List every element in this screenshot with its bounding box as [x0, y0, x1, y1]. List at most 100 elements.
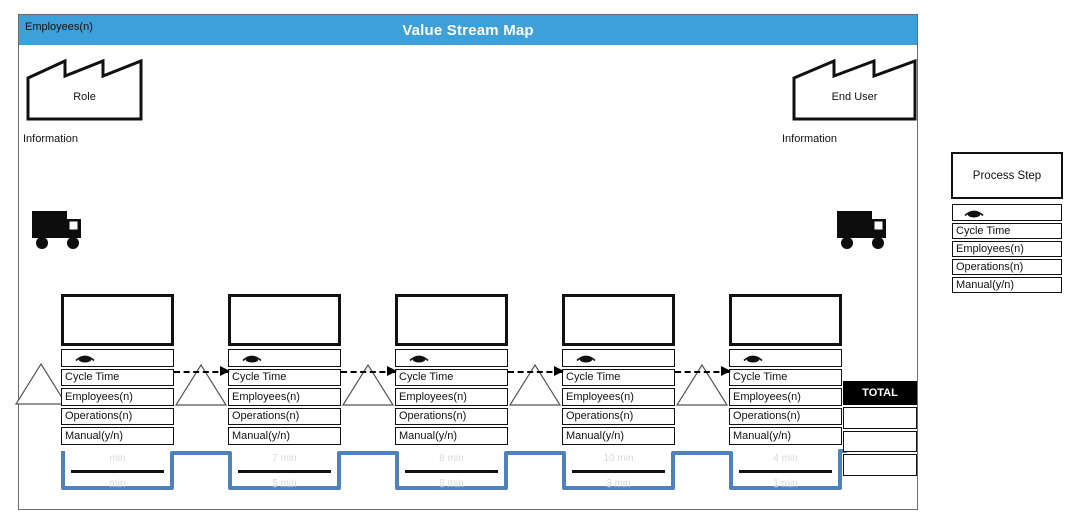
arrowhead-icon	[220, 366, 230, 377]
inventory-triangle-icon	[14, 362, 68, 405]
legend-attribute-cell[interactable]: Operations(n)	[952, 259, 1062, 275]
information-label-right: Information	[782, 133, 838, 145]
step-attribute-cell[interactable]: Employees(n)	[562, 388, 675, 406]
inventory-triangle-icon	[341, 363, 395, 406]
step-attribute-cell[interactable]: Operations(n)	[228, 407, 341, 425]
timeline-wait-time: 8 min	[439, 453, 464, 464]
arrowhead-icon	[554, 366, 564, 377]
end-user-label: End User	[831, 91, 878, 103]
total-value-cell[interactable]	[843, 454, 917, 476]
step-attribute-cell[interactable]: Employees(n)	[395, 388, 508, 406]
inventory-triangle-icon	[675, 363, 729, 406]
step-attribute-cell[interactable]: Manual(y/n)	[729, 427, 842, 445]
timeline-wait-time: min	[109, 453, 126, 464]
eye-row[interactable]	[562, 349, 675, 367]
process-step-name-box[interactable]	[61, 294, 174, 346]
supplier-factory-shape[interactable]: Role	[26, 54, 143, 121]
timeline-process-time: 8 min	[439, 478, 464, 489]
eye-row[interactable]	[729, 349, 842, 367]
step-attribute-cell[interactable]: Operations(n)	[395, 407, 508, 425]
legend-attribute-cell[interactable]: Cycle Time	[952, 223, 1062, 239]
inventory-triangle[interactable]	[341, 363, 395, 406]
legend-process-step-box[interactable]: Process Step	[951, 152, 1063, 199]
inventory-triangle[interactable]	[174, 363, 228, 406]
step-attribute-cell[interactable]: Cycle Time	[729, 368, 842, 386]
total-value-cell[interactable]	[843, 407, 917, 429]
timeline-divider	[572, 470, 665, 473]
go-see-eye-icon	[964, 210, 984, 218]
inventory-triangle[interactable]	[508, 363, 562, 406]
step-attribute-cell[interactable]: Manual(y/n)	[562, 427, 675, 445]
go-see-eye-icon	[576, 355, 596, 363]
go-see-eye-icon	[242, 355, 262, 363]
truck-icon	[32, 211, 81, 249]
inventory-triangle-icon	[174, 363, 228, 406]
go-see-eye-icon	[743, 355, 763, 363]
process-step-name-box[interactable]	[729, 294, 842, 346]
push-arrow[interactable]	[174, 366, 230, 377]
information-label-left: Information	[23, 133, 79, 145]
step-attribute-cell[interactable]: Manual(y/n)	[61, 427, 174, 445]
step-attribute-cell[interactable]: Operations(n)	[729, 407, 842, 425]
inventory-triangle-icon	[508, 363, 562, 406]
shipment-truck-right[interactable]	[834, 203, 896, 260]
step-attribute-cell[interactable]: Cycle Time	[395, 368, 508, 386]
timeline-process-time: 1 min	[773, 478, 798, 489]
process-step-name-box[interactable]	[562, 294, 675, 346]
eye-row[interactable]	[61, 349, 174, 367]
process-step-name-box[interactable]	[395, 294, 508, 346]
factory-icon	[792, 58, 917, 121]
step-attribute-cell[interactable]: Employees(n)	[729, 388, 842, 406]
push-arrow[interactable]	[675, 366, 731, 377]
timeline-process-time: min	[109, 478, 126, 489]
timeline-wait-time: 4 min	[773, 453, 798, 464]
push-arrow[interactable]	[341, 366, 397, 377]
legend-eye-row[interactable]	[952, 204, 1062, 221]
arrowhead-icon	[387, 366, 397, 377]
push-arrow[interactable]	[508, 366, 564, 377]
step-attribute-cell[interactable]: Operations(n)	[562, 407, 675, 425]
process-step-name-box[interactable]	[228, 294, 341, 346]
total-value-cell[interactable]	[843, 431, 917, 452]
step-attribute-cell[interactable]: Employees(n)	[228, 388, 341, 406]
legend-attribute-cell[interactable]: Manual(y/n)	[952, 277, 1062, 293]
step-attribute-cell[interactable]: Manual(y/n)	[228, 427, 341, 445]
supplier-label: Role	[73, 91, 96, 103]
timeline-process-time: 5 min	[272, 478, 297, 489]
go-see-eye-icon	[409, 355, 429, 363]
titlebar-left-label: Employees(n)	[25, 21, 93, 33]
end-user-factory-shape[interactable]: End User	[792, 54, 917, 121]
go-see-eye-icon	[75, 355, 95, 363]
step-attribute-cell[interactable]: Employees(n)	[61, 388, 174, 406]
inventory-triangle[interactable]	[14, 362, 68, 405]
step-attribute-cell[interactable]: Cycle Time	[61, 368, 174, 386]
vsm-canvas: Employees(n) Value Stream Map Role End U…	[14, 14, 918, 510]
inventory-triangle[interactable]	[675, 363, 729, 406]
timeline-divider	[238, 470, 331, 473]
factory-icon	[26, 58, 143, 121]
shipment-truck-left[interactable]	[29, 203, 91, 260]
step-attribute-cell[interactable]: Cycle Time	[228, 368, 341, 386]
arrowhead-icon	[721, 366, 731, 377]
eye-row[interactable]	[395, 349, 508, 367]
step-attribute-cell[interactable]: Cycle Time	[562, 368, 675, 386]
title-bar: Employees(n) Value Stream Map	[19, 15, 917, 45]
step-attribute-cell[interactable]: Manual(y/n)	[395, 427, 508, 445]
timeline-divider	[739, 470, 832, 473]
timeline-divider	[71, 470, 164, 473]
step-attribute-cell[interactable]: Operations(n)	[61, 407, 174, 425]
page-title: Value Stream Map	[402, 21, 534, 39]
eye-row[interactable]	[228, 349, 341, 367]
legend-attribute-cell[interactable]: Employees(n)	[952, 241, 1062, 257]
truck-icon	[837, 211, 886, 249]
